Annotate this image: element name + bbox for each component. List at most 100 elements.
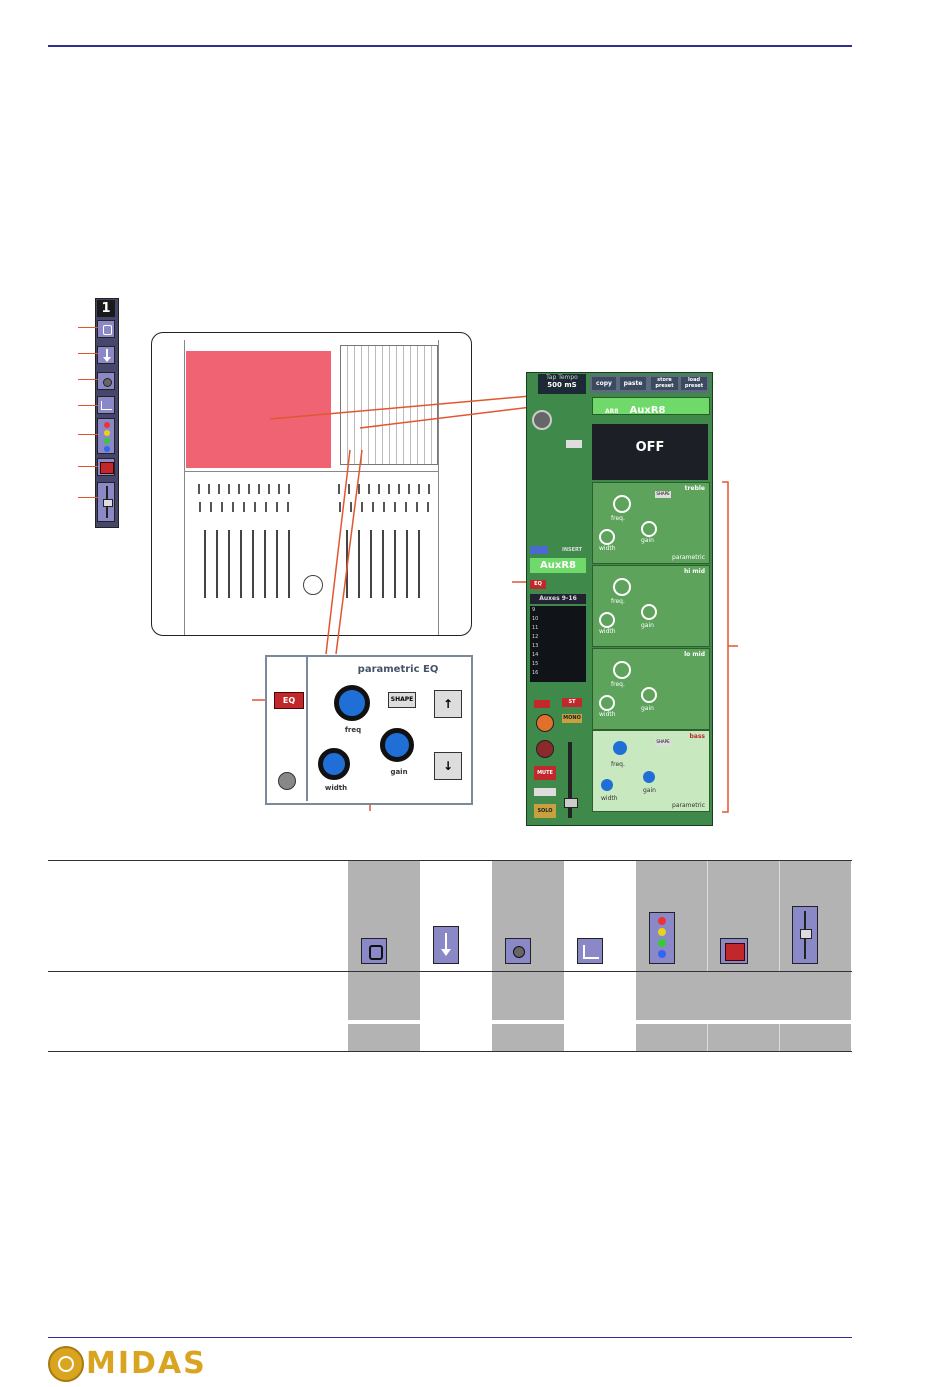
store-preset-button[interactable]: store preset <box>651 377 678 390</box>
paste-button[interactable]: paste <box>620 377 646 390</box>
gain-label: gain <box>641 622 654 629</box>
arrow-down-button[interactable]: ↓ <box>434 752 462 780</box>
band-treble: treble freq. SHAPE width gain parametric <box>592 482 710 564</box>
tap-tempo-label: Tap Tempo <box>546 374 578 381</box>
insert-dot-icon <box>505 938 531 964</box>
callout-line <box>269 394 543 420</box>
copy-button[interactable]: copy <box>592 377 616 390</box>
band-label: lo mid <box>684 651 705 658</box>
shape-button[interactable]: SHAPE <box>655 491 671 498</box>
callout-line <box>78 466 98 467</box>
freq-knob[interactable] <box>334 685 370 721</box>
gain-knob[interactable] <box>532 410 552 430</box>
table-rule <box>48 971 852 972</box>
band-label: bass <box>689 733 706 740</box>
table-rule <box>48 860 852 861</box>
gain-knob[interactable] <box>641 687 657 703</box>
callout-line <box>78 497 98 498</box>
tap-tempo-box: Tap Tempo 500 mS <box>538 374 586 394</box>
width-knob[interactable] <box>318 748 350 780</box>
freq-knob[interactable] <box>613 578 631 596</box>
mic-input-icon <box>361 938 387 964</box>
level-knob[interactable] <box>536 740 554 758</box>
freq-label: freq. <box>611 681 625 688</box>
channel-name: AuxR8 <box>629 405 666 416</box>
width-label: width <box>324 784 348 792</box>
fader-icon[interactable] <box>97 482 115 522</box>
gain-knob[interactable] <box>641 604 657 620</box>
fader-track[interactable] <box>568 742 572 818</box>
mute-square-icon <box>720 938 748 964</box>
insert-label: INSERT <box>562 547 583 553</box>
freq-knob[interactable] <box>613 741 627 755</box>
width-label: width <box>599 545 616 552</box>
mono-button[interactable]: MONO <box>562 714 582 723</box>
mute-button[interactable]: MUTE <box>534 766 556 780</box>
strip-small-button[interactable] <box>566 440 582 448</box>
aux-row[interactable]: 12 <box>532 634 539 640</box>
input-button[interactable] <box>530 546 548 554</box>
channel-name-header: AR8 AuxR8 <box>592 397 710 416</box>
insert-dot-icon[interactable] <box>97 372 115 390</box>
arrow-down-icon[interactable] <box>97 346 115 364</box>
channel-code: AR8 <box>605 408 619 415</box>
gain-label: gain <box>641 705 654 712</box>
eq-indicator-led <box>278 772 296 790</box>
gain-knob[interactable] <box>643 771 655 783</box>
strip-eq-button[interactable]: EQ <box>530 580 546 589</box>
eq-graph-display: OFF <box>592 424 708 480</box>
footer-rule <box>48 1337 852 1338</box>
aux-row[interactable]: 15 <box>532 661 539 667</box>
aux-row[interactable]: 10 <box>532 616 539 622</box>
freq-knob[interactable] <box>613 661 631 679</box>
arrow-down-icon <box>433 926 459 964</box>
callout-line <box>325 449 351 655</box>
shape-button[interactable]: SHAPE <box>655 739 671 746</box>
aux-row[interactable]: 9 <box>532 607 536 613</box>
load-preset-button[interactable]: load preset <box>681 377 707 390</box>
gain-knob[interactable] <box>380 728 414 762</box>
aux-row[interactable]: 16 <box>532 670 539 676</box>
eq-button[interactable]: EQ <box>274 692 304 709</box>
band-label: hi mid <box>683 568 705 575</box>
freq-label: freq. <box>611 598 625 605</box>
band-lo-mid: lo mid freq. width gain <box>592 648 710 730</box>
surface-faders-right <box>336 530 428 598</box>
width-knob[interactable] <box>601 779 613 791</box>
width-label: width <box>601 795 618 802</box>
table-rule <box>48 1051 852 1052</box>
st-button[interactable]: ST <box>562 698 582 707</box>
mute-square-icon[interactable] <box>97 458 115 476</box>
freq-label: freq <box>344 726 362 734</box>
width-knob[interactable] <box>599 612 615 628</box>
band-label: treble <box>684 485 705 492</box>
gain-knob[interactable] <box>641 521 657 537</box>
dynamics-meter-icon <box>649 912 675 964</box>
fader-cap[interactable] <box>564 798 578 808</box>
surface-faders-left <box>194 530 290 598</box>
arrow-up-button[interactable]: ↑ <box>434 690 462 718</box>
freq-knob[interactable] <box>613 495 631 513</box>
callout-line <box>335 449 363 655</box>
freq-label: freq. <box>611 761 625 768</box>
width-knob[interactable] <box>599 529 615 545</box>
aux-row[interactable]: 14 <box>532 652 539 658</box>
width-knob[interactable] <box>599 695 615 711</box>
solo-button[interactable]: SOLO <box>534 804 556 818</box>
pan-knob[interactable] <box>536 714 554 732</box>
fader-icon <box>792 906 818 964</box>
strip-name: AuxR8 <box>530 558 586 573</box>
status-text: OFF <box>635 440 665 455</box>
aux-list: 9 10 11 12 13 14 15 16 <box>530 606 586 682</box>
dynamics-meter-icon[interactable] <box>97 418 115 454</box>
callout-line <box>78 405 98 406</box>
gain-label: gain <box>643 787 656 794</box>
eq-panel-title: parametric EQ <box>357 664 439 675</box>
aux-row[interactable]: 11 <box>532 625 539 631</box>
mic-input-icon[interactable] <box>97 320 115 338</box>
shape-button[interactable]: SHAPE <box>388 692 416 708</box>
eq-curve-icon[interactable] <box>97 396 115 414</box>
strip-small-button[interactable] <box>534 788 556 796</box>
aux-row[interactable]: 13 <box>532 643 539 649</box>
strip-red-button[interactable] <box>534 700 550 708</box>
